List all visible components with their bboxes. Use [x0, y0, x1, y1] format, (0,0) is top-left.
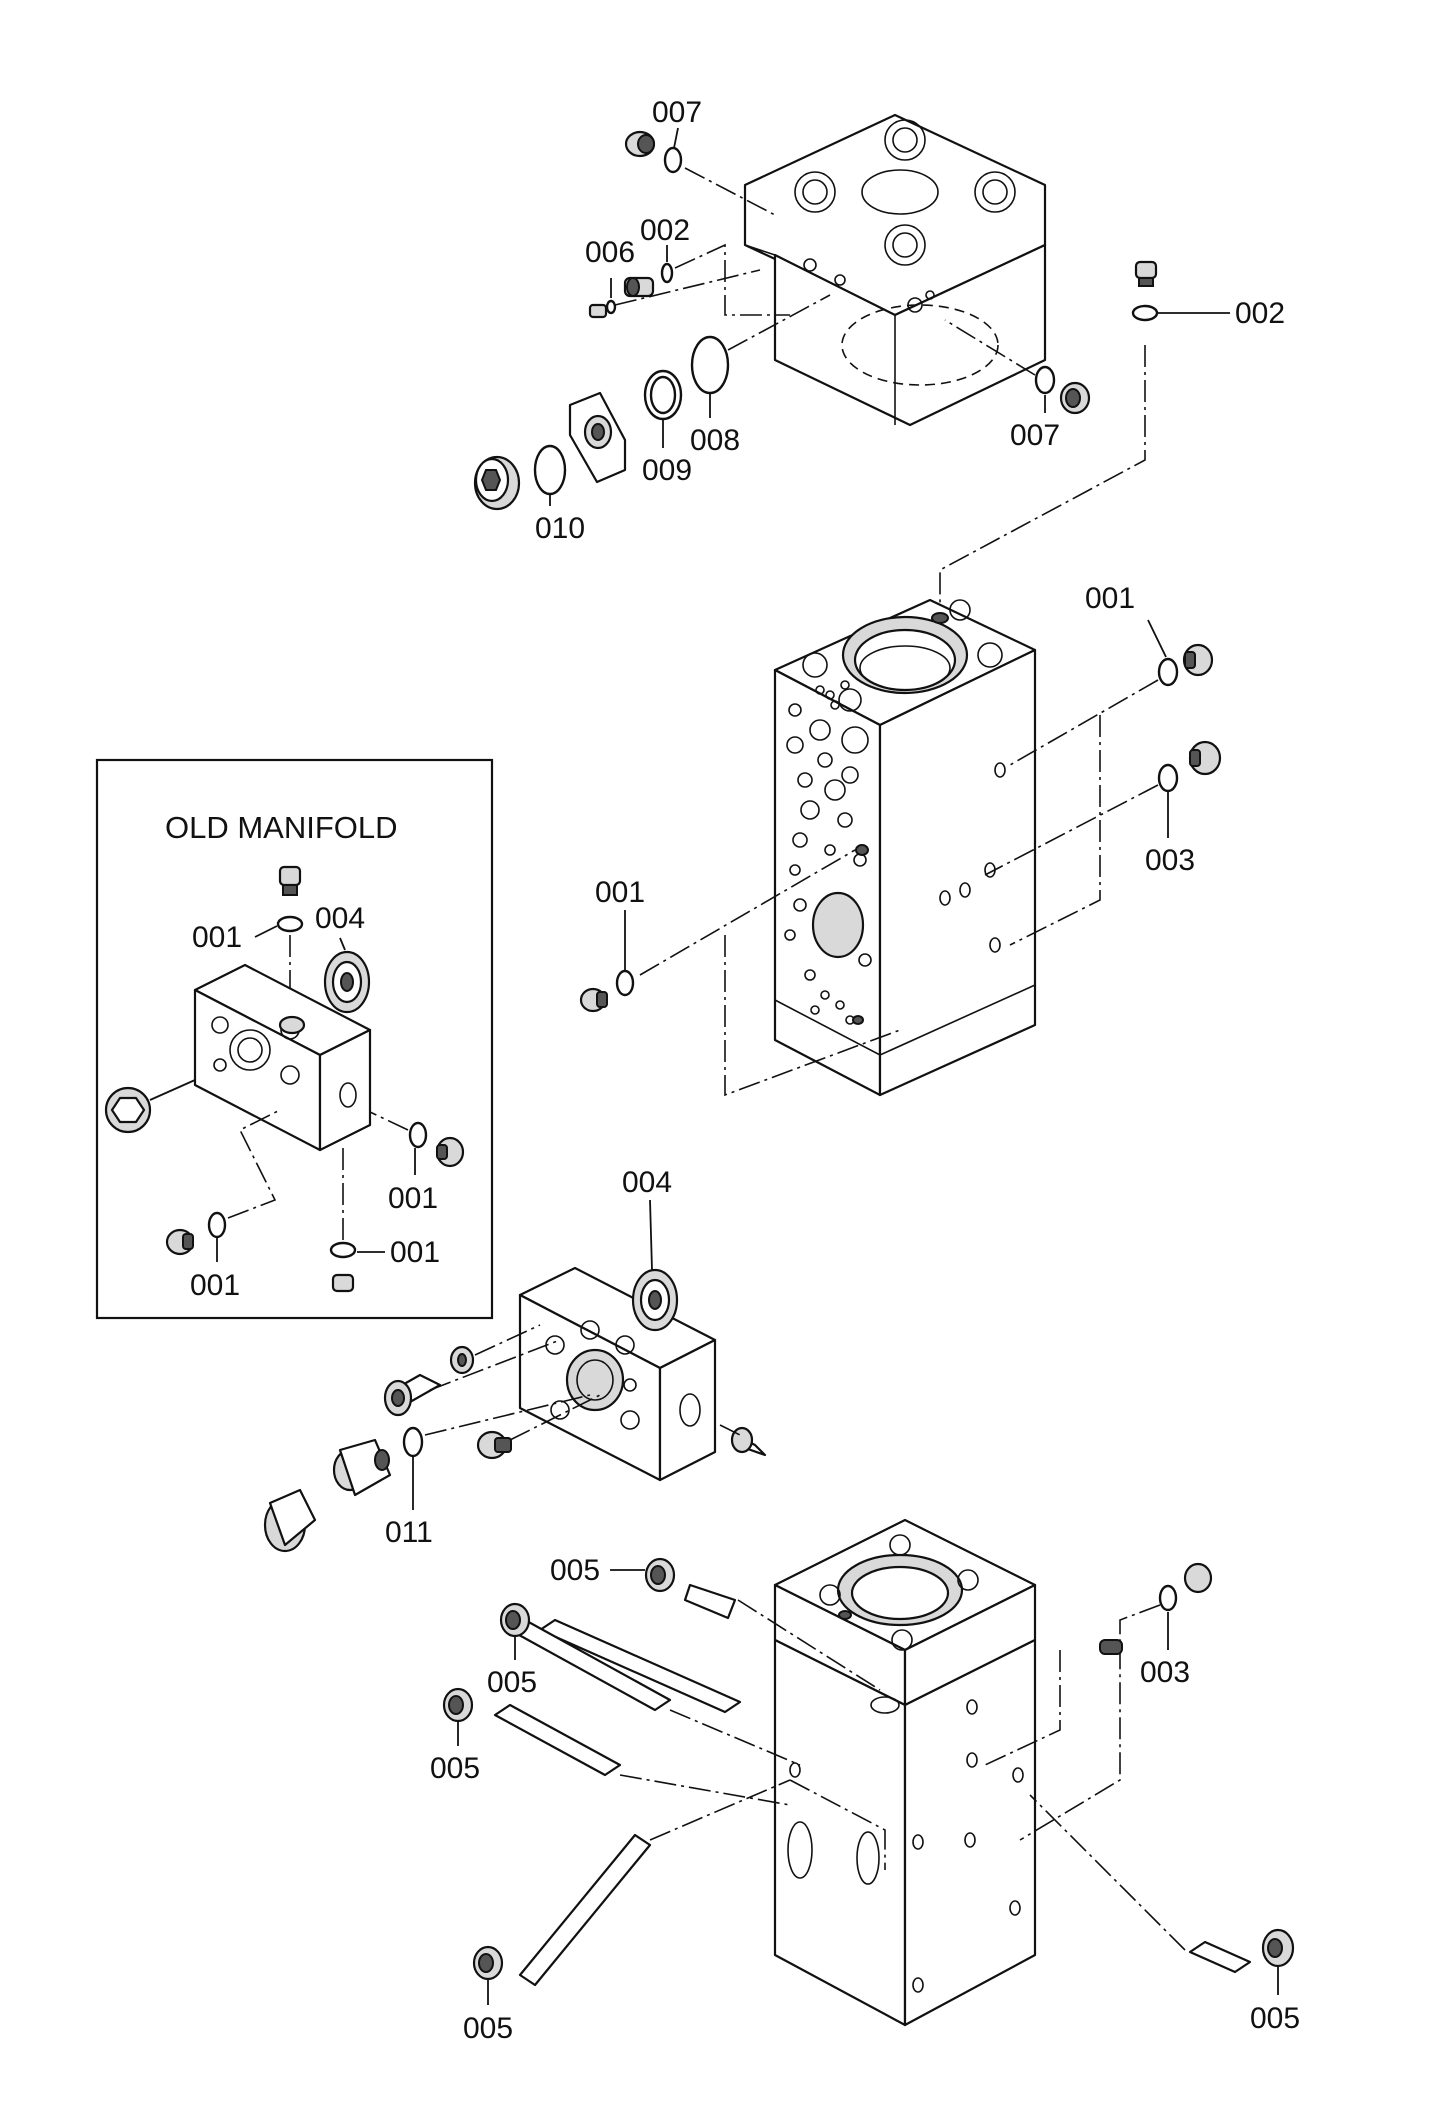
flange-fitting	[568, 391, 627, 484]
manifold-bolts	[383, 1345, 767, 1460]
part-number-labels: 007 002 006 002 007 008 009 010 001 003 …	[190, 96, 1300, 2045]
plug-005-a	[644, 1557, 676, 1593]
plug-005-e	[1261, 1928, 1295, 1968]
label-001-inset-left: 001	[190, 1269, 240, 1302]
plug-007-right	[1034, 365, 1091, 415]
label-008: 008	[690, 424, 740, 457]
plug-005-d	[472, 1945, 504, 1981]
fitting-006	[588, 262, 674, 319]
label-003-bottom: 003	[1140, 1656, 1190, 1689]
label-005-c: 005	[430, 1752, 480, 1785]
plug-005-c	[442, 1687, 474, 1723]
label-005-a: 005	[550, 1554, 600, 1587]
label-002-right: 002	[1235, 297, 1285, 330]
plug-001-middle-left	[579, 969, 635, 1013]
inset-title: OLD MANIFOLD	[165, 810, 398, 845]
label-006: 006	[585, 236, 635, 269]
leader-lines	[216, 127, 1279, 2005]
label-001-inset-top: 001	[192, 921, 242, 954]
plug-010	[473, 444, 567, 511]
label-011: 011	[385, 1516, 433, 1549]
small-manifold-block	[518, 1266, 717, 1482]
label-010: 010	[535, 512, 585, 545]
label-005-d: 005	[463, 2012, 513, 2045]
plug-003-middle-right	[1157, 740, 1222, 793]
label-004-manifold: 004	[622, 1166, 672, 1199]
label-007-top-left: 007	[652, 96, 702, 129]
plug-003-bottom	[1099, 1562, 1213, 1655]
label-001-middle-left: 001	[595, 876, 645, 909]
label-005-e: 005	[1250, 2002, 1300, 2035]
label-002-top: 002	[640, 214, 690, 247]
bearing-004	[631, 1268, 679, 1332]
label-001-inset-right: 001	[388, 1182, 438, 1215]
plug-002-right	[1131, 260, 1159, 322]
label-007-right: 007	[1010, 419, 1060, 452]
label-003-middle-right: 003	[1145, 844, 1195, 877]
plug-001-middle-right	[1157, 643, 1214, 687]
cap-and-plug	[263, 1426, 424, 1553]
plug-007-top-left	[624, 130, 683, 174]
top-head-block	[743, 113, 1047, 427]
middle-cylinder-block	[773, 598, 1037, 1097]
rods	[493, 1583, 1252, 1987]
label-001-middle-right: 001	[1085, 582, 1135, 615]
label-004-inset: 004	[315, 902, 365, 935]
ring-009	[643, 369, 683, 421]
label-001-inset-bottom: 001	[390, 1236, 440, 1269]
label-009: 009	[642, 454, 692, 487]
ring-008	[690, 335, 730, 395]
bottom-lower-block	[773, 1518, 1037, 2027]
plug-005-b	[499, 1602, 531, 1638]
old-manifold-inset: OLD MANIFOLD	[95, 758, 494, 1320]
label-005-b: 005	[487, 1666, 537, 1699]
